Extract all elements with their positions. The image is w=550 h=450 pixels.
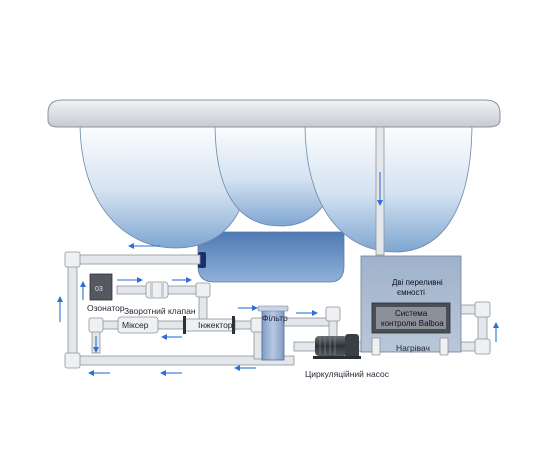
- pump-base: [313, 356, 361, 359]
- ozonator: 03 Озонатор: [87, 273, 125, 313]
- flow-arrow-icon: [117, 277, 143, 283]
- pump-label: Циркуляційний насос: [305, 369, 390, 379]
- ozonator-unit: [89, 273, 113, 301]
- flow-arrow-icon: [493, 322, 499, 342]
- flow-arrow-icon: [172, 277, 192, 283]
- check-valve: Зворотний клапан: [124, 281, 196, 316]
- heater-label: Нагрівач: [396, 343, 430, 353]
- flow-arrow-icon: [93, 336, 99, 353]
- circulation-pump: Циркуляційний насос: [305, 334, 390, 379]
- flow-arrow-icon: [377, 172, 383, 206]
- filter: Фільтр: [257, 305, 289, 361]
- flow-arrow-icon: [128, 243, 160, 249]
- flow-arrows: [57, 172, 499, 376]
- pipe-mixer-line: [91, 320, 263, 330]
- flow-arrow-icon: [80, 281, 86, 300]
- balboa-control: Система контролю Balboa: [371, 302, 451, 334]
- balboa-control-label-2: контролю Balboa: [381, 319, 444, 328]
- flow-arrow-icon: [296, 310, 318, 316]
- pipe-drain-top: [67, 254, 201, 265]
- overflow-tanks-label-2: ємності: [397, 288, 425, 297]
- tub-seat-right: [304, 121, 473, 253]
- flow-arrow-icon: [88, 370, 110, 376]
- flow-arrow-icon: [234, 365, 256, 371]
- balboa-control-label-1: Система: [395, 309, 428, 318]
- flow-arrow-icon: [57, 296, 63, 322]
- flow-arrow-icon: [160, 370, 182, 376]
- injector: Інжектор: [183, 316, 236, 334]
- pipe-left-vertical: [67, 254, 78, 366]
- mixer: Міксер: [117, 316, 159, 334]
- tub-footwell: [197, 231, 345, 283]
- check-valve-label: Зворотний клапан: [124, 306, 196, 316]
- flow-arrow-icon: [238, 305, 258, 311]
- injector-label: Інжектор: [198, 320, 233, 330]
- ozonator-code: 03: [95, 286, 103, 293]
- ozonator-label: Озонатор: [87, 303, 125, 313]
- pump-motor: [315, 336, 347, 356]
- pipe-fittings: [64, 251, 491, 369]
- heater: Нагрівач: [371, 337, 449, 356]
- mixer-label: Міксер: [122, 320, 149, 330]
- pump-head: [345, 334, 359, 358]
- flow-arrow-icon: [161, 334, 182, 340]
- filter-label: Фільтр: [262, 313, 288, 323]
- tub-rim: [47, 99, 501, 128]
- overflow-tanks-label-1: Дві переливні: [392, 278, 443, 287]
